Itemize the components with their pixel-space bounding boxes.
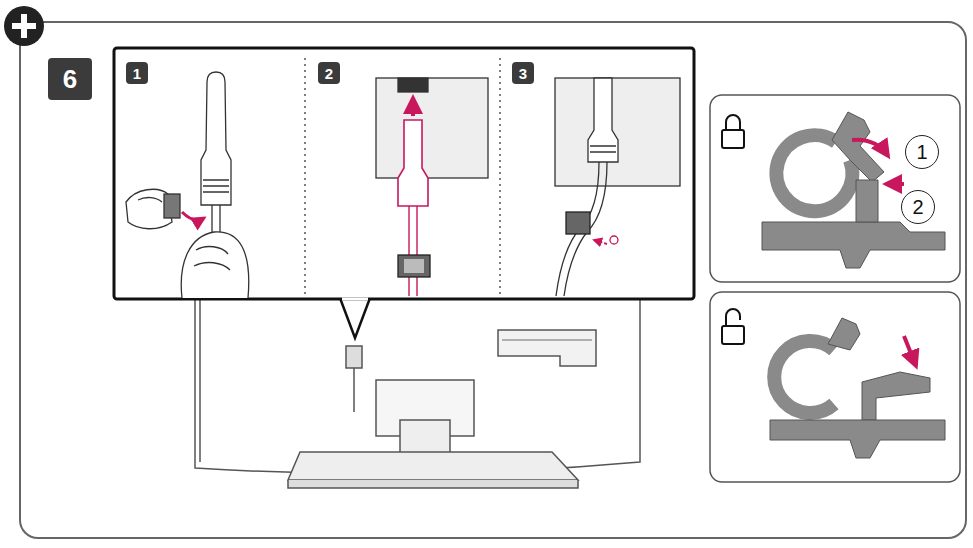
cable-clip-inner [404, 259, 424, 273]
tv-back-panel [555, 78, 680, 186]
hand-left-finger [138, 198, 162, 202]
socket [398, 78, 428, 92]
cable-clip [398, 255, 430, 277]
step1-figure [126, 72, 249, 298]
tv-clip [346, 346, 362, 368]
step-divider [305, 58, 500, 294]
node-label: 2 [912, 197, 923, 217]
power-plug [201, 72, 231, 205]
hand [181, 232, 249, 298]
step2-figure [376, 78, 488, 296]
substep-badge: 1 [126, 62, 148, 84]
outer-frame [20, 22, 966, 538]
screw [610, 236, 618, 244]
plug-grip [203, 180, 229, 192]
unlock-icon [722, 309, 744, 344]
power-cord [409, 206, 417, 296]
screw-arrow [594, 240, 607, 244]
power-plug [398, 120, 428, 206]
tv-clip-screw-line [353, 368, 355, 412]
clip-unlocked [770, 318, 945, 458]
plus-circle [4, 6, 44, 46]
stand-base [288, 452, 578, 480]
tv-terminal [498, 330, 596, 366]
lock-panel [710, 95, 960, 282]
cable-clip [566, 212, 590, 234]
cable-clip [164, 194, 180, 218]
node-label: 6 [63, 66, 77, 92]
callout-pointer [340, 298, 370, 338]
node-label: 1 [133, 66, 141, 81]
clip-base [762, 222, 945, 268]
lock-body [722, 130, 744, 148]
plug-grip [590, 146, 616, 152]
release-arrow [904, 336, 916, 366]
clip-post [856, 180, 878, 222]
power-cord [556, 162, 607, 296]
tv-back-panel [376, 78, 488, 178]
node-label: 2 [325, 66, 333, 81]
lock-icon [722, 115, 744, 148]
unlock-panel [710, 292, 960, 482]
tv-back [195, 290, 640, 488]
stand-post [400, 420, 450, 454]
substep-badge: 3 [512, 62, 534, 84]
step-badge: 6 [48, 58, 92, 100]
lock-shackle [726, 309, 740, 326]
plus-icon [4, 6, 44, 46]
inset-panel [114, 48, 694, 299]
clip-ring [774, 341, 834, 413]
order-circle: 1 [905, 135, 939, 169]
stand-base-edge [288, 480, 578, 488]
clip-arm [828, 318, 860, 350]
lock-shackle [726, 115, 740, 130]
clip-latch [862, 372, 930, 420]
clip-arm [832, 112, 884, 182]
tv-terminal-line [502, 339, 592, 341]
move-arrow [182, 212, 204, 220]
lock-body [722, 326, 744, 344]
plus-sign [12, 14, 36, 38]
clip-locked [762, 112, 945, 268]
clip-base [770, 420, 945, 458]
order-circle: 2 [901, 190, 935, 224]
tv-panel [195, 290, 640, 474]
node-label: 1 [916, 142, 927, 162]
tv-edge [199, 290, 201, 462]
hand-fingers [194, 247, 230, 270]
press-arrow [852, 140, 888, 156]
substep-badge: 2 [318, 62, 340, 84]
step3-figure [555, 78, 680, 296]
push-arrow [886, 182, 904, 186]
power-plug [588, 78, 618, 162]
insert-arrow [411, 98, 415, 116]
node-label: 3 [519, 66, 527, 81]
callout-join [342, 298, 368, 301]
